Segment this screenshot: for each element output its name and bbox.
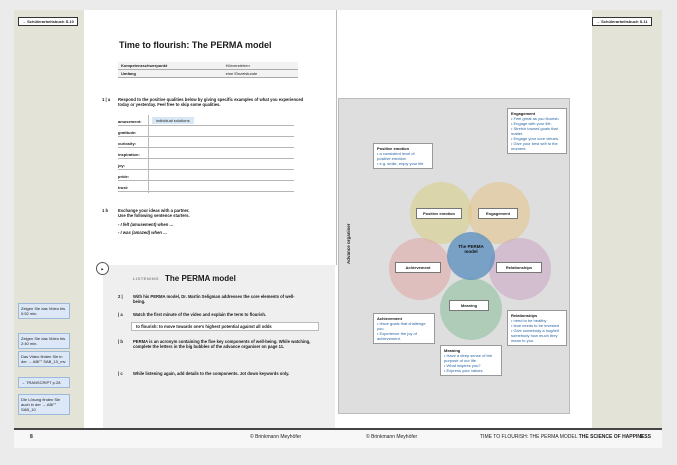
card-item: • e.g. smile, enjoy your life (377, 161, 424, 166)
card-item: • Express your values. (444, 368, 484, 373)
task-number: 2 | (118, 294, 123, 299)
meta-table: Kompetenzschwerpunkt Hörverstehen Umfang… (118, 62, 298, 78)
video-icon[interactable]: ▶ (96, 262, 109, 275)
card-heading: Positive emotion (377, 146, 410, 151)
student-book-link-left[interactable]: → Schülerarbeitsbuch S.10 (18, 17, 78, 26)
card-positive-emotion: Positive emotion • a consistent level of… (373, 143, 433, 169)
right-margin-panel (592, 10, 662, 430)
card-item: • Give somebody a hug/tell somebody how … (511, 328, 559, 343)
side-note: Zeigen Sie das Video bis 0:52 min. (18, 303, 70, 319)
meta-label: Kompetenzschwerpunkt (118, 62, 223, 70)
task-number: 1 | a (102, 97, 111, 102)
task-1b-line: Exchange your ideas with a partner. (118, 208, 190, 213)
task-number: | c (118, 371, 123, 376)
label-engagement: Engagement (478, 208, 518, 219)
card-item: • Have goals that challenge you. (377, 321, 426, 331)
quality-row: curiosity: (118, 137, 294, 148)
quality-label: trust: (118, 185, 129, 190)
copyright-right: © Brinkmann Meyhöfer (366, 434, 418, 440)
qualities-list: amusement: individual solutions gratitude… (118, 115, 294, 192)
axis-label: Advance organiser (346, 223, 351, 264)
sentence-starter: - I felt (amusement) when … (118, 221, 174, 227)
task-number: | b (118, 339, 123, 344)
label-relationships: Relationships (496, 262, 542, 273)
student-book-link-right[interactable]: → Schülerarbeitsbuch S.11 (592, 17, 652, 26)
quality-label: gratitude: (118, 130, 137, 135)
task-2a: Watch the first minute of the video and … (133, 312, 267, 317)
card-item: • time needs to be invested (511, 323, 560, 328)
meta-value: Hörverstehen (222, 62, 298, 70)
quality-row: trust: (118, 181, 294, 192)
copyright-left: © Brinkmann Meyhöfer (250, 434, 302, 440)
section-heading: The PERMA model (165, 274, 236, 283)
quality-label: inspiration: (118, 152, 140, 157)
side-note[interactable]: Die Lösung finden Sie auch in der → ABi°… (18, 394, 70, 415)
quality-label: curiosity: (118, 141, 137, 146)
task-1b-line: Use the following sentence starters. (118, 213, 190, 219)
meta-row: Umfang eine Einzelstunde (118, 69, 298, 78)
card-item: • Engage with your life. (511, 121, 552, 126)
table-divider (148, 115, 149, 193)
task-1b: Exchange your ideas with a partner. Use … (118, 208, 318, 236)
listening-section (103, 265, 335, 428)
section-tag: LISTENING (133, 276, 159, 281)
card-item: • a consistent level of positive emotion (377, 151, 415, 161)
center-label: The PERMA model (458, 244, 484, 254)
page-footer (14, 428, 662, 448)
meta-row: Kompetenzschwerpunkt Hörverstehen (118, 62, 298, 70)
card-heading: Achievement (377, 316, 402, 321)
meta-value: eine Einzelstunde (222, 69, 298, 78)
card-item: • What inspires you? (444, 363, 481, 368)
bubble-center (447, 232, 495, 280)
quality-label: amusement: (118, 119, 142, 124)
task-number: 1 b (102, 208, 109, 213)
card-item: • Engage your core virtues. (511, 136, 560, 141)
quality-label: pride: (118, 174, 130, 179)
side-note[interactable]: → TRANSCRIPT p.28 (18, 377, 70, 388)
card-item: • Have a deep sense of the purpose of ou… (444, 353, 493, 363)
label-achievement: Achievement (395, 262, 441, 273)
page-gutter (336, 10, 337, 265)
card-heading: Relationships (511, 313, 538, 318)
task-2b: PERMA is an acronym containing the five … (133, 339, 311, 350)
quality-row: amusement: individual solutions (118, 115, 294, 126)
quality-row: gratitude: (118, 126, 294, 137)
task-2: With his PERMA model, Dr. Martin Seligma… (133, 294, 295, 305)
card-relationships: Relationships • need to be healthy • tim… (507, 310, 567, 346)
card-item: • need to be healthy (511, 318, 547, 323)
sentence-starter: - I was (amazed) when … (118, 230, 168, 236)
task-instruction: Respond to the positive qualities below … (118, 97, 304, 108)
card-heading: Engagement (511, 111, 536, 116)
side-note: Zeigen Sie das Video bis 2:40 min. (18, 333, 70, 349)
page-number-right: 9 (640, 434, 643, 440)
running-title: TIME TO FLOURISH: THE PERMA MODEL THE SC… (480, 434, 651, 440)
page-number-left: 8 (30, 434, 33, 440)
quality-label: joy: (118, 163, 126, 168)
card-engagement: Engagement • Feel great as you flourish.… (507, 108, 567, 154)
left-margin-panel (14, 10, 84, 430)
card-item: • Feel great as you flourish. (511, 116, 560, 121)
card-item: • Stretch toward goals that matter. (511, 126, 558, 136)
task-number: | a (118, 312, 123, 317)
card-item: • Give your best self to the moment. (511, 141, 558, 151)
card-item: • Experience the joy of achievement. (377, 331, 417, 341)
task-2c: While listening again, add details to th… (133, 371, 290, 376)
card-meaning: Meaning • Have a deep sense of the purpo… (440, 345, 502, 376)
label-meaning: Meaning (449, 300, 489, 311)
quality-row: joy: (118, 159, 294, 170)
answer-box: to flourish: to move towards one's highe… (131, 322, 319, 332)
label-positive-emotion: Positive emotion (416, 208, 462, 219)
card-achievement: Achievement • Have goals that challenge … (373, 313, 435, 344)
page-title: Time to flourish: The PERMA model (119, 40, 272, 50)
quality-answer: individual solutions (152, 117, 194, 124)
card-heading: Meaning (444, 348, 461, 353)
quality-row: inspiration: (118, 148, 294, 159)
meta-label: Umfang (118, 69, 223, 78)
side-note[interactable]: Das Video finden Sie in der → ABi°° SAB_… (18, 351, 70, 367)
quality-row: pride: (118, 170, 294, 181)
